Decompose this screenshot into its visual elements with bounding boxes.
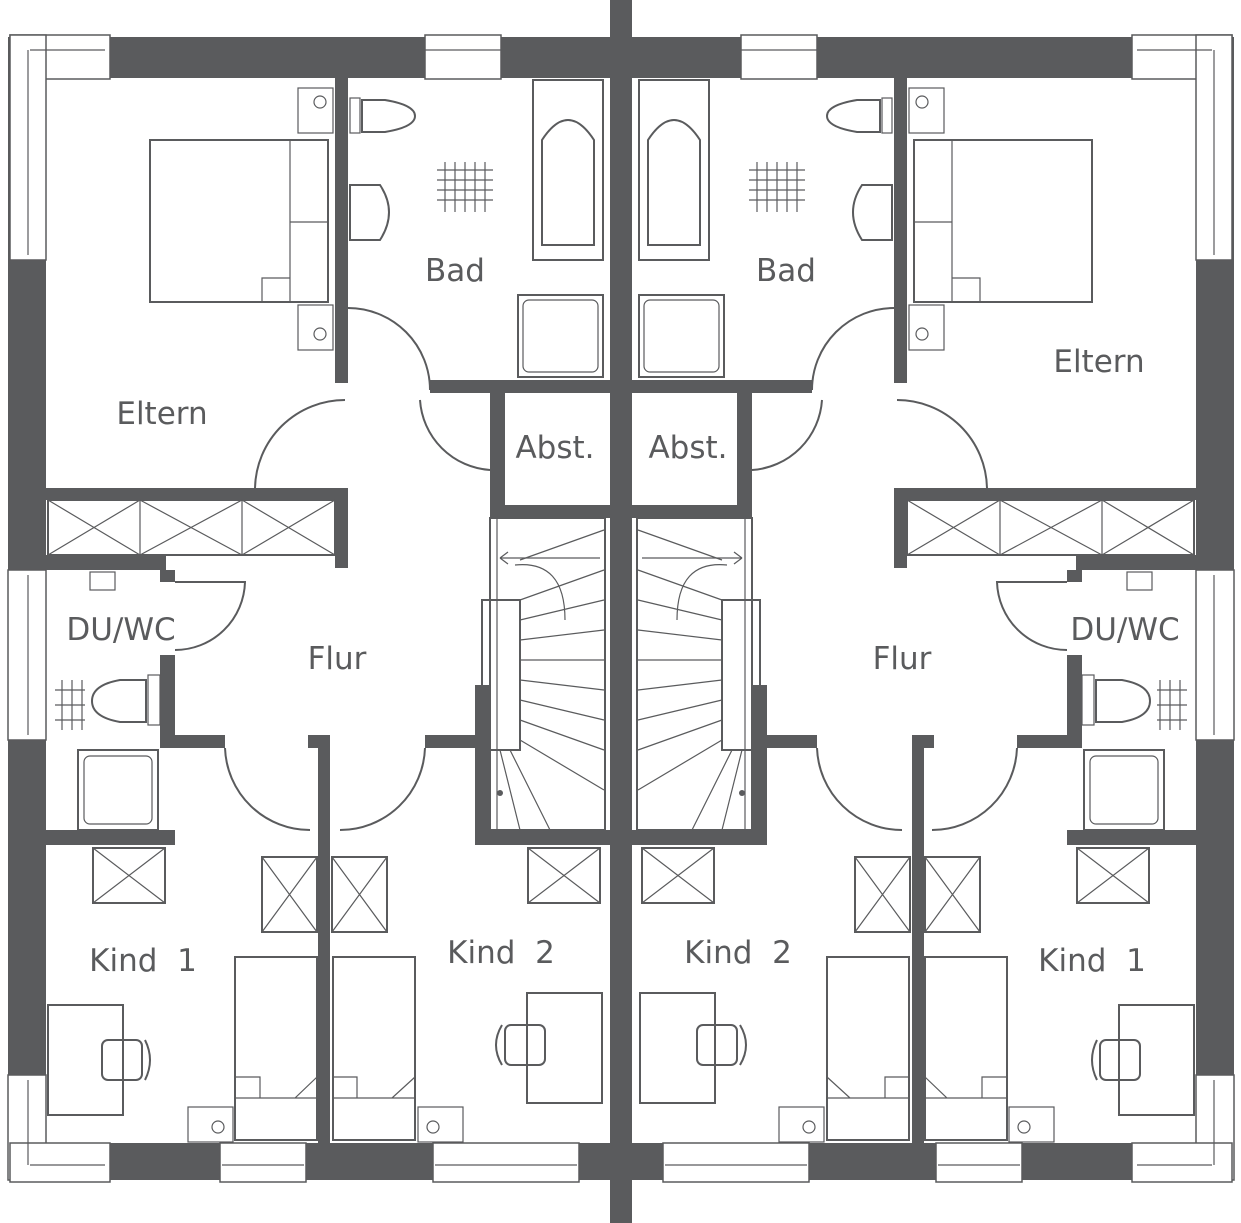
room-label-kind2-right: Kind 2 xyxy=(684,935,792,971)
room-label-kind1-right: Kind 1 xyxy=(1038,943,1146,979)
party-wall xyxy=(610,0,632,1223)
room-label-abst-left: Abst. xyxy=(515,430,594,466)
room-label-flur-right: Flur xyxy=(873,641,932,677)
room-label-flur-left: Flur xyxy=(308,641,367,677)
room-label-bad-left: Bad xyxy=(425,253,485,289)
room-label-eltern-left: Eltern xyxy=(116,396,207,432)
room-label-duwc-left: DU/WC xyxy=(66,612,175,648)
left-unit xyxy=(7,34,611,1183)
room-label-abst-right: Abst. xyxy=(648,430,727,466)
room-label-kind1-left: Kind 1 xyxy=(89,943,197,979)
room-label-eltern-right: Eltern xyxy=(1053,344,1144,380)
right-unit xyxy=(631,34,1235,1183)
room-label-duwc-right: DU/WC xyxy=(1070,612,1179,648)
room-label-bad-right: Bad xyxy=(756,253,816,289)
room-label-kind2-left: Kind 2 xyxy=(447,935,555,971)
